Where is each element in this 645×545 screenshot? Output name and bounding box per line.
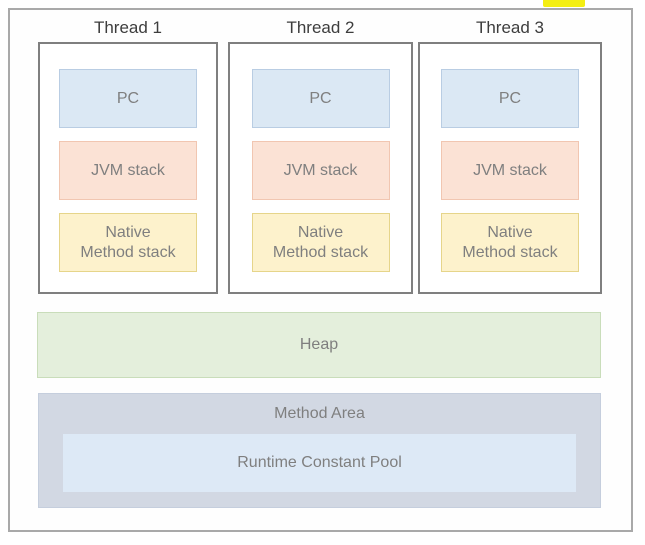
thread-3-box: PC JVM stack Native Method stack: [418, 42, 602, 294]
thread-3-title: Thread 3: [475, 18, 545, 37]
thread-1-box: PC JVM stack Native Method stack: [38, 42, 218, 294]
heap-box: Heap: [37, 312, 601, 378]
thread-1-native-method-stack-box: Native Method stack: [59, 213, 197, 272]
yellow-highlighter-mark: [543, 0, 585, 7]
thread-2-pc-box: PC: [251, 69, 390, 128]
thread-2-box: PC JVM stack Native Method stack: [228, 42, 413, 294]
thread-3-native-method-stack-box: Native Method stack: [441, 213, 579, 272]
method-area-box: Method Area Runtime Constant Pool: [38, 393, 601, 508]
thread-1-column: Thread 1 PC JVM stack Native Method stac…: [38, 14, 218, 294]
thread-3-jvm-stack-box: JVM stack: [441, 141, 579, 200]
thread-2-jvm-stack-box: JVM stack: [251, 141, 390, 200]
thread-3-pc-box: PC: [441, 69, 579, 128]
thread-1-jvm-stack-box: JVM stack: [59, 141, 197, 200]
thread-1-pc-box: PC: [59, 69, 197, 128]
jvm-runtime-area-container: Thread 1 PC JVM stack Native Method stac…: [8, 8, 633, 532]
thread-2-column: Thread 2 PC JVM stack Native Method stac…: [228, 14, 413, 294]
method-area-label: Method Area: [274, 405, 365, 422]
thread-2-native-method-stack-box: Native Method stack: [251, 213, 390, 272]
thread-1-title: Thread 1: [93, 18, 163, 37]
thread-3-column: Thread 3 PC JVM stack Native Method stac…: [418, 14, 602, 294]
thread-2-title: Thread 2: [286, 18, 355, 37]
runtime-constant-pool-box: Runtime Constant Pool: [63, 434, 576, 492]
